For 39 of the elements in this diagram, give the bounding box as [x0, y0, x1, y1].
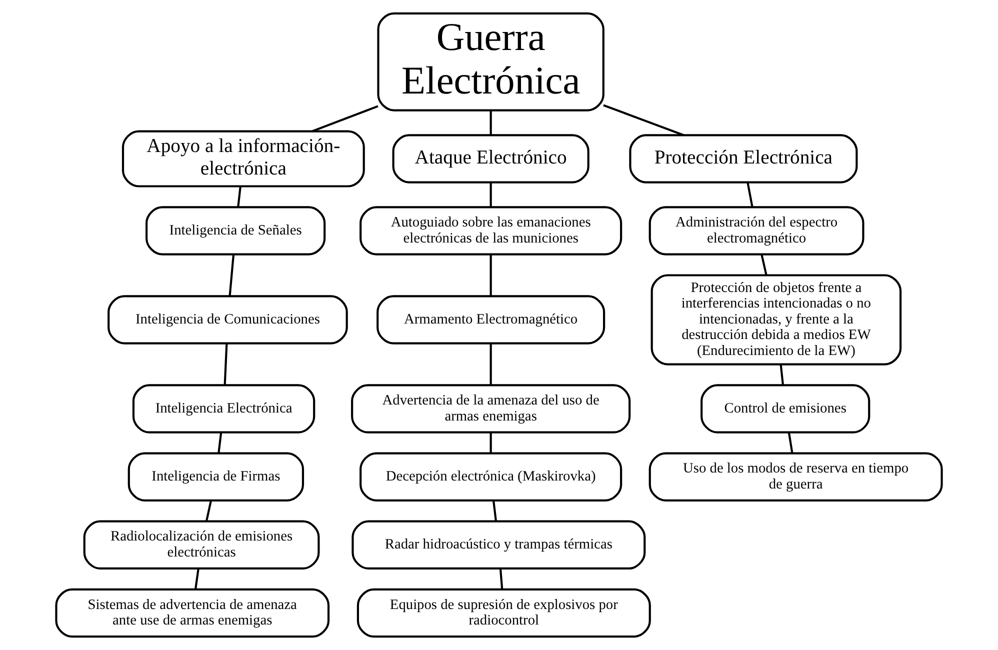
node-box: Protección Electrónica [629, 134, 858, 184]
connector [490, 254, 492, 296]
node-box: Armamento Electromagnético [376, 295, 606, 344]
connector [312, 105, 378, 132]
node-box: Inteligencia Electrónica [132, 384, 316, 434]
node-box: Inteligencia de Firmas [128, 452, 304, 502]
node-box: Guerra Electrónica [377, 12, 604, 112]
node-box: Decepción electrónica (Maskirovka) [360, 452, 622, 502]
node-box: Uso de los modos de reserva en tiempo de guerra [648, 452, 943, 502]
connector [490, 432, 492, 454]
node-box: Protección de objetos frente a interferencias intencionadas o no intencionadas, y frente a la destrucción debida a medios EW (Endurecimiento de la EW) [650, 274, 902, 366]
connector [788, 432, 794, 454]
connector [237, 186, 242, 207]
connector [760, 254, 768, 276]
connector [194, 568, 200, 590]
connector [499, 568, 504, 590]
connector [490, 344, 492, 385]
node-box: Advertencia de la amenaza del uso de armas enemigas [351, 384, 631, 434]
node-box: Control de emisiones [700, 384, 870, 434]
node-box: Equipos de supresión de explosivos por radiocontrol [356, 588, 651, 638]
connector [490, 182, 492, 208]
connector [490, 110, 492, 135]
node-box: Autoguiado sobre las emanaciones electrónicas de las municiones [360, 206, 622, 256]
connector [218, 432, 222, 454]
connector [224, 344, 228, 385]
connector [746, 182, 754, 208]
connector [780, 364, 784, 386]
node-box: Sistemas de advertencia de amenaza ante use de armas enemigas [55, 588, 330, 638]
connector [603, 104, 684, 136]
connector [205, 500, 212, 522]
node-box: Administración del espectro electromagnético [648, 206, 864, 256]
node-box: Inteligencia de Señales [146, 206, 326, 256]
node-box: Ataque Electrónico [392, 134, 590, 184]
node-box: Radar hidroacústico y trampas térmicas [352, 520, 646, 570]
node-box: Inteligencia de Comunicaciones [108, 295, 348, 344]
node-box: Radiolocalización de emisiones electrónicas [83, 520, 320, 570]
connector [228, 254, 235, 296]
node-box: Apoyo a la información-electrónica [122, 130, 365, 188]
connector [492, 500, 498, 522]
